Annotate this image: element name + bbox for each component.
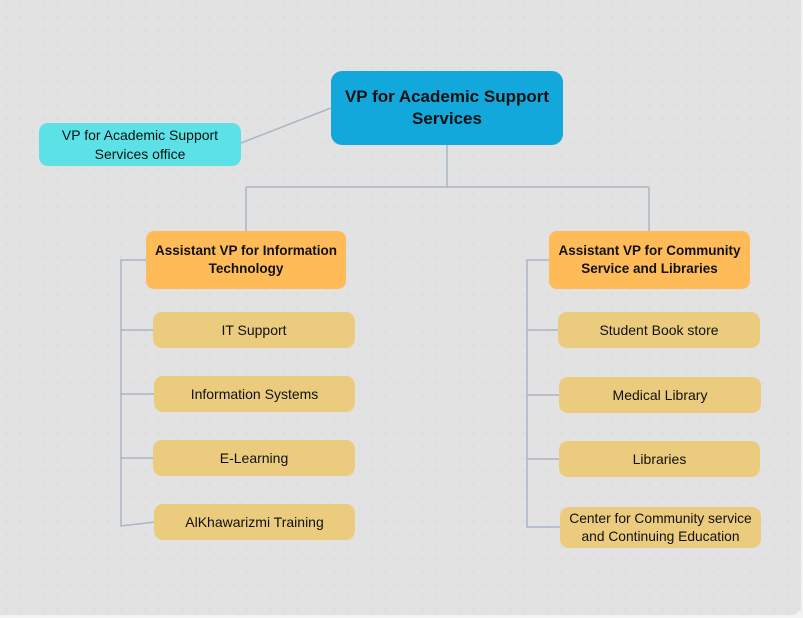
connector-right-bracket bbox=[526, 259, 560, 528]
branch-node-information-technology[interactable]: Assistant VP for Information Technology bbox=[146, 231, 346, 289]
root-node[interactable]: VP for Academic Support Services bbox=[331, 71, 563, 145]
unit-node-medical-library[interactable]: Medical Library bbox=[559, 377, 761, 413]
unit-node-label: Information Systems bbox=[190, 385, 319, 402]
branch-node-label: Assistant VP for Community Service and L… bbox=[558, 243, 741, 276]
unit-node-e-learning[interactable]: E-Learning bbox=[153, 440, 355, 476]
unit-node-label: Libraries bbox=[632, 450, 687, 467]
unit-node-label: E-Learning bbox=[219, 449, 289, 466]
unit-node-label: Student Book store bbox=[599, 321, 719, 338]
unit-node-information-systems[interactable]: Information Systems bbox=[154, 376, 355, 412]
connector-left-bracket bbox=[120, 259, 156, 527]
office-node[interactable]: VP for Academic Support Services office bbox=[39, 123, 241, 166]
unit-node-label: AlKhawarizmi Training bbox=[185, 513, 324, 530]
branch-node-community-service-libraries[interactable]: Assistant VP for Community Service and L… bbox=[549, 231, 750, 289]
connector-office-root bbox=[240, 107, 332, 144]
unit-node-label: Medical Library bbox=[612, 386, 708, 403]
unit-node-libraries[interactable]: Libraries bbox=[559, 441, 760, 477]
unit-node-label: IT Support bbox=[221, 321, 287, 338]
office-node-label: VP for Academic Support Services office bbox=[61, 127, 219, 162]
unit-node-it-support[interactable]: IT Support bbox=[153, 312, 355, 348]
unit-node-community-service-continuing-education[interactable]: Center for Community service and Continu… bbox=[560, 507, 761, 548]
unit-node-label: Center for Community service and Continu… bbox=[569, 511, 752, 544]
unit-node-alkhawarizmi-training[interactable]: AlKhawarizmi Training bbox=[154, 504, 355, 540]
unit-node-student-book-store[interactable]: Student Book store bbox=[558, 312, 760, 348]
root-node-label: VP for Academic Support Services bbox=[344, 86, 550, 128]
branch-node-label: Assistant VP for Information Technology bbox=[154, 243, 338, 276]
